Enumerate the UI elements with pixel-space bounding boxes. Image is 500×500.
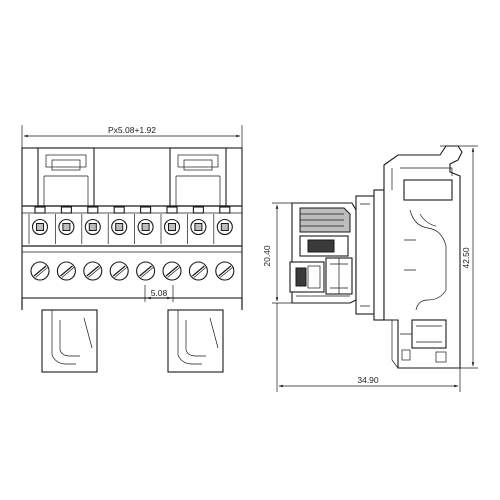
pitch-dimension-label: 5.08 <box>151 288 168 298</box>
screw-terminal <box>83 261 103 281</box>
side-height-label: 20.40 <box>262 245 272 267</box>
screw-terminal <box>109 261 129 281</box>
depth-dimension-label: 34.90 <box>357 375 379 385</box>
width-dimension-label: Px5.08+1.92 <box>108 125 156 135</box>
pin-contact <box>28 206 49 244</box>
pin-row <box>22 206 242 244</box>
pin-contact <box>107 206 128 244</box>
screw-row <box>30 261 235 281</box>
top-latch-right <box>169 147 227 207</box>
screw-terminal <box>136 261 156 281</box>
pin-contact <box>160 206 181 244</box>
terminal-block-section <box>289 202 357 304</box>
pin-contact <box>81 206 101 244</box>
top-latch-left <box>37 147 95 207</box>
pin-contact <box>213 206 233 244</box>
screw-terminal <box>188 261 208 281</box>
screw-terminal <box>215 261 235 281</box>
screw-terminal <box>56 261 76 281</box>
overall-height-label: 42.50 <box>461 247 471 269</box>
screw-terminal <box>30 261 50 281</box>
front-view: Px5.08+1.92 5.08 <box>21 125 243 373</box>
plug-housing <box>355 189 385 321</box>
screw-terminal <box>162 261 182 281</box>
pin-contact <box>134 206 154 244</box>
bottom-foot-left <box>41 309 98 373</box>
bottom-foot-right <box>167 309 224 373</box>
din-rail-foot <box>383 145 463 369</box>
side-view: 20.40 <box>262 145 478 392</box>
